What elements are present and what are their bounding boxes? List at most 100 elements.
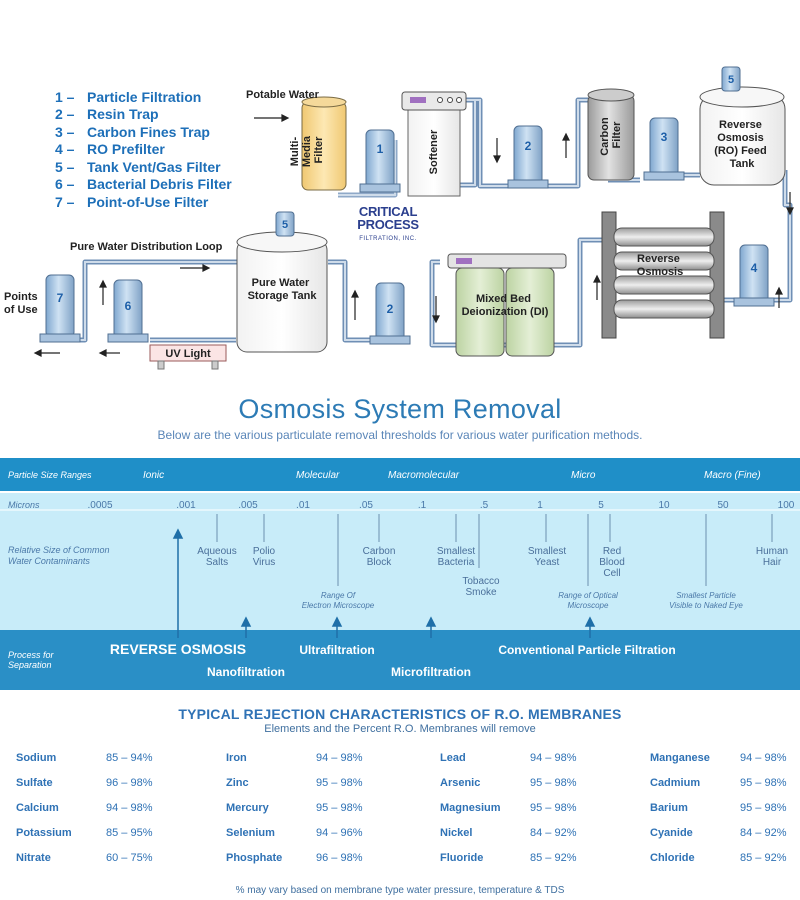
element-percent: 94 – 98%	[316, 752, 363, 764]
feed-tank-label: Tank	[730, 158, 756, 170]
legend-item: 1 –Particle Filtration	[55, 89, 201, 105]
legend-number: 2 –	[55, 106, 75, 122]
legend-label: Point-of-Use Filter	[87, 194, 209, 210]
legend-item: 6 –Bacterial Debris Filter	[55, 176, 232, 192]
element-name: Mercury	[226, 802, 269, 814]
legend-item: 5 –Tank Vent/Gas Filter	[55, 159, 221, 175]
element-percent: 60 – 75%	[106, 852, 153, 864]
legend-item: 2 –Resin Trap	[55, 106, 159, 122]
contaminant-label: Carbon	[363, 546, 396, 557]
carbon-label: Carbon	[599, 117, 611, 156]
contaminant-label: Blood	[599, 557, 625, 568]
relative-size-label: Relative Size of Common	[8, 545, 110, 555]
filter-2-after-di: 2	[369, 282, 411, 345]
softener: Softener	[401, 91, 467, 197]
element-name: Barium	[650, 802, 688, 814]
element-name: Magnesium	[440, 802, 501, 814]
contaminant-label: Smoke	[465, 587, 497, 598]
rejection-title: TYPICAL REJECTION CHARACTERISTICS OF R.O…	[178, 706, 622, 722]
element-name: Arsenic	[440, 777, 481, 789]
element-percent: 85 – 95%	[106, 827, 153, 839]
element-name: Iron	[226, 752, 247, 764]
range-note: Range of Optical	[558, 591, 618, 600]
removal-subtitle: Below are the various particulate remova…	[157, 428, 643, 442]
micron-tick: 50	[717, 500, 729, 511]
contaminant-label: Tobacco	[462, 576, 500, 587]
contaminant-label: Block	[367, 557, 392, 568]
feed-tank-label: Reverse	[719, 119, 762, 131]
process-label: Process for	[8, 650, 55, 660]
uv-light-label: UV Light	[165, 348, 211, 360]
brand-line: CRITICAL	[358, 204, 418, 219]
multimedia-label: Filter	[313, 136, 325, 164]
contaminant-label: Yeast	[535, 557, 560, 568]
filter-4: 4	[733, 244, 775, 307]
element-name: Fluoride	[440, 852, 484, 864]
element-percent: 94 – 96%	[316, 827, 363, 839]
range-note: Visible to Naked Eye	[669, 601, 743, 610]
pure-water-storage-tank: Pure Water Storage Tank	[236, 231, 328, 353]
potable-water-label: Potable Water	[246, 89, 320, 101]
filter-number: 4	[751, 261, 758, 275]
filter-7: 7	[39, 274, 81, 343]
feed-tank-label: Osmosis	[717, 132, 763, 144]
contaminant-label: Smallest	[437, 546, 476, 557]
contaminant-label: Hair	[763, 557, 782, 568]
filter-number: 1	[377, 142, 384, 156]
ro-unit-label: Reverse	[637, 253, 680, 265]
distribution-loop-label: Pure Water Distribution Loop	[70, 241, 223, 253]
contaminant-label: Aqueous	[197, 546, 236, 557]
filter-number: 2	[525, 139, 532, 153]
brand-line: FILTRATION, INC.	[359, 236, 417, 242]
contaminant-label: Red	[603, 546, 621, 557]
rejection-subtitle: Elements and the Percent R.O. Membranes …	[264, 723, 536, 735]
critical-process-logo: CRITICAL PROCESS FILTRATION, INC.	[348, 205, 428, 242]
feed-tank-label: (RO) Feed	[714, 145, 767, 157]
svg-text:Relative Size of Common Wa: Relative Size of Common Water Contaminan…	[8, 545, 112, 566]
micron-tick: .05	[359, 500, 373, 511]
micron-tick: 5	[598, 500, 604, 511]
micron-tick: 10	[658, 500, 670, 511]
svg-text:Reverse Osmosis: Reverse Osmosis	[637, 253, 683, 278]
element-percent: 94 – 98%	[530, 752, 577, 764]
element-percent: 84 – 92%	[530, 827, 577, 839]
filter-number: 5	[728, 74, 734, 86]
legend-number: 7 –	[55, 194, 75, 210]
process-microfiltration: Microfiltration	[391, 665, 471, 679]
filter-number: 3	[661, 130, 668, 144]
points-of-use-label: Points	[4, 291, 38, 303]
element-percent: 94 – 98%	[740, 752, 787, 764]
mixed-bed-label: Deionization (DI)	[462, 306, 549, 318]
micron-tick: .01	[296, 500, 310, 511]
legend-label: Tank Vent/Gas Filter	[87, 159, 221, 175]
micron-tick: 1	[537, 500, 543, 511]
process-diagram: Multi- Media Filter Softener Carbon Filt…	[4, 66, 794, 370]
filter-number: 5	[282, 219, 288, 231]
filter-5-vent-feed: 5	[721, 66, 741, 92]
range-label: Micro	[571, 470, 596, 481]
legend-item: 3 –Carbon Fines Trap	[55, 124, 210, 140]
removal-title: Osmosis System Removal	[238, 394, 562, 424]
micron-tick: .0005	[87, 500, 112, 511]
svg-text:Points of Use: Points of Use	[4, 291, 41, 316]
element-name: Sodium	[16, 752, 57, 764]
element-percent: 84 – 92%	[740, 827, 787, 839]
element-percent: 95 – 98%	[316, 802, 363, 814]
legend-item: 4 –RO Prefilter	[55, 141, 165, 157]
range-note: Microscope	[568, 601, 609, 610]
contaminant-label: Polio	[253, 546, 276, 557]
multimedia-filter: Multi- Media Filter	[289, 96, 347, 191]
element-name: Chloride	[650, 852, 695, 864]
element-percent: 94 – 98%	[106, 802, 153, 814]
range-note: Smallest Particle	[676, 591, 736, 600]
legend-number: 6 –	[55, 176, 75, 192]
particle-size-chart: Particle Size Ranges Ionic Molecular Mac…	[0, 458, 800, 690]
